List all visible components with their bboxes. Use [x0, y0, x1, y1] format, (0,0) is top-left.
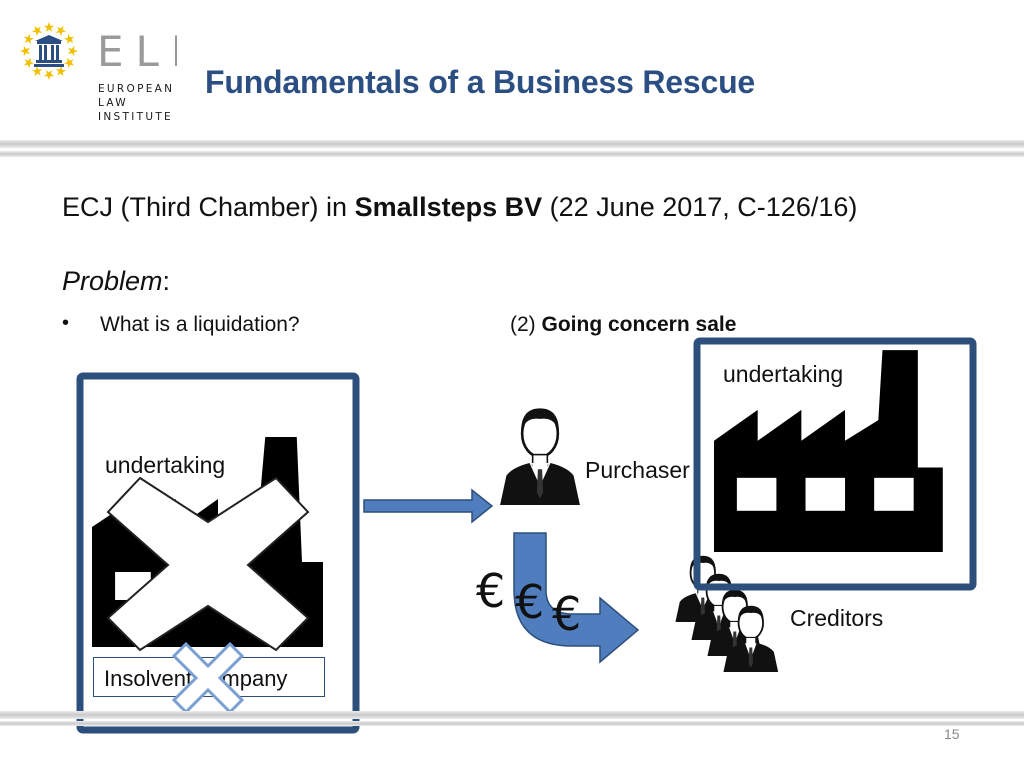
going-concern-sale-diagram: € € € — [76, 337, 977, 734]
money-flow-arrow-icon — [513, 532, 640, 664]
eli-logo-emblem-icon — [20, 22, 78, 80]
acquired-undertaking-frame — [693, 337, 977, 591]
case-name: Smallsteps BV — [354, 192, 543, 222]
problem-word: Problem — [62, 266, 163, 296]
header-divider-secondary — [0, 151, 1024, 157]
purchaser-label: Purchaser — [585, 457, 690, 483]
problem-colon: : — [162, 266, 171, 296]
footer-divider — [0, 711, 1024, 719]
eli-logo-wordmark: ELI — [97, 30, 177, 70]
euro-symbol-3: € — [552, 587, 581, 641]
transfer-arrow-icon — [363, 488, 494, 524]
bullet-text: What is a liquidation? — [100, 313, 300, 336]
logo-line-institute: INSTITUTE — [98, 111, 173, 123]
bullet-icon: • — [62, 312, 70, 334]
euro-symbol-1: € — [476, 564, 505, 618]
acquired-undertaking-label: undertaking — [723, 361, 844, 387]
euro-symbol-2: € — [515, 575, 544, 629]
slide-title: Fundamentals of a Business Rescue — [205, 64, 756, 100]
small-cross-icon — [171, 641, 245, 715]
scenario-label: (2) Going concern sale — [510, 313, 736, 337]
insolvent-company-frame — [76, 372, 360, 734]
case-prefix: ECJ (Third Chamber) in — [62, 192, 355, 222]
cross-out-icon — [106, 476, 310, 652]
case-citation: ECJ (Third Chamber) in Smallsteps BV (22… — [62, 192, 857, 223]
page-number: 15 — [944, 726, 960, 742]
scenario-number: (2) — [510, 313, 542, 336]
insolvent-undertaking-label: undertaking — [105, 452, 226, 478]
eli-logo-text: ELI — [97, 30, 177, 70]
logo-line-law: LAW — [98, 97, 128, 109]
logo-line-european: EUROPEAN — [98, 83, 175, 95]
problem-heading: Problem: — [62, 266, 170, 297]
undertaking-factory-icon — [714, 350, 943, 552]
creditors-group-icon — [674, 554, 780, 673]
footer-divider-secondary — [0, 721, 1024, 726]
header-divider — [0, 140, 1024, 148]
case-suffix: (22 June 2017, C-126/16) — [542, 192, 858, 222]
purchaser-person-icon — [498, 407, 582, 507]
creditors-label: Creditors — [790, 605, 884, 631]
scenario-title: Going concern sale — [541, 313, 737, 336]
